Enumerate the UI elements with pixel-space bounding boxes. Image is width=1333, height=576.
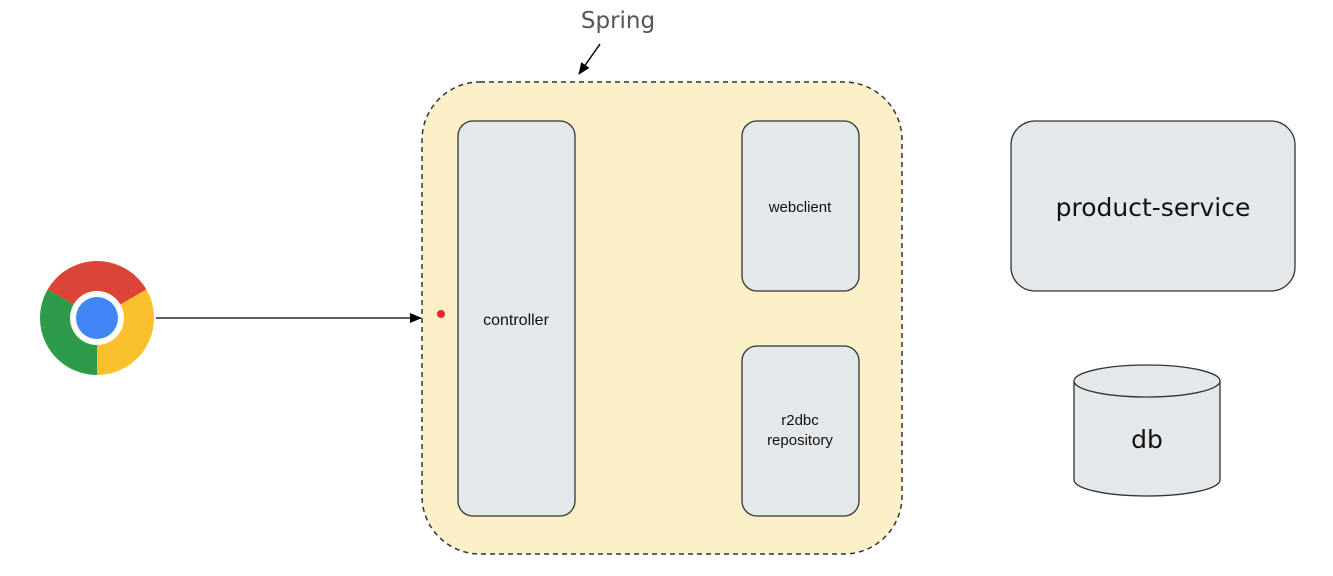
r2dbc-repository-box: r2dbc repository: [741, 345, 860, 517]
product-service-box: product-service: [1010, 120, 1296, 292]
webclient-box-shape: [741, 120, 860, 292]
db-cylinder-top: [1073, 364, 1221, 398]
chrome-icon-red-segment: [47, 261, 147, 318]
chrome-icon: [40, 261, 154, 375]
spring-pointer-arrow: [578, 43, 601, 75]
product-service-box-shape: [1010, 120, 1296, 292]
red-marker-dot: [437, 310, 445, 318]
product-service-label: product-service: [1056, 193, 1251, 222]
spring-title: Spring: [581, 8, 655, 34]
webclient-box: webclient: [741, 120, 860, 292]
controller-box-shape: [457, 120, 576, 517]
db-cylinder: db: [1073, 364, 1221, 497]
db-cylinder-body: [1073, 381, 1221, 497]
db-label: db: [1131, 425, 1163, 454]
chrome-icon-blue-center: [76, 297, 118, 339]
controller-box: controller: [457, 120, 576, 517]
r2dbc-label-line1: r2dbc: [781, 412, 819, 429]
controller-label: controller: [483, 312, 549, 329]
webclient-label: webclient: [768, 199, 832, 216]
r2dbc-label-line2: repository: [767, 432, 833, 449]
r2dbc-repository-box-shape: [741, 345, 860, 517]
